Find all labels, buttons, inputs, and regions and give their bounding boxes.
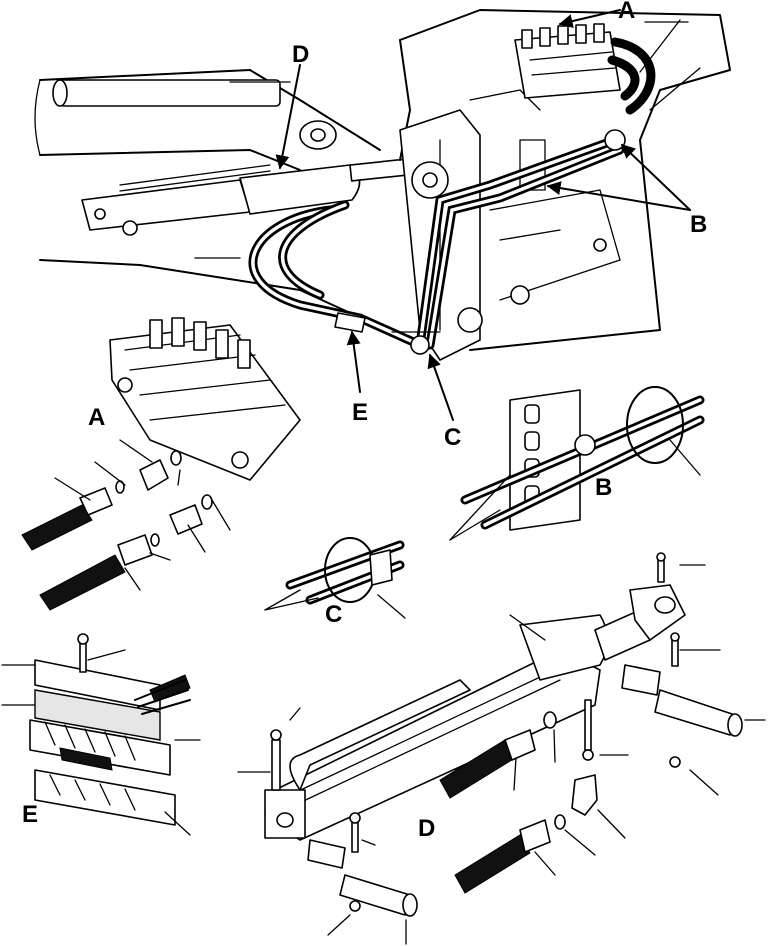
control-valve-main bbox=[514, 23, 621, 99]
boom-arm bbox=[34, 69, 421, 346]
callout-b-main: B bbox=[690, 211, 707, 238]
callout-c-detail: C bbox=[325, 601, 342, 628]
swing-cylinder-main bbox=[81, 155, 433, 236]
callout-a-main: A bbox=[618, 0, 635, 24]
detail-d-cylinder bbox=[237, 552, 766, 945]
callout-e-main: E bbox=[352, 399, 368, 426]
detail-c-clamp bbox=[264, 537, 406, 619]
callout-a-detail: A bbox=[88, 404, 105, 431]
detail-b-clamp bbox=[449, 386, 705, 541]
detail-e-clamp-stack bbox=[1, 633, 201, 836]
detail-a-valve-fittings bbox=[21, 317, 301, 611]
leader-lines-main bbox=[194, 9, 701, 421]
callout-c-main: C bbox=[444, 424, 461, 451]
callout-d-detail: D bbox=[418, 815, 435, 842]
main-assembly-view bbox=[34, 9, 731, 421]
callout-d-main: D bbox=[292, 41, 309, 68]
hose-route-main bbox=[248, 37, 656, 355]
swing-frame bbox=[399, 9, 731, 361]
callout-b-detail: B bbox=[595, 474, 612, 501]
callout-e-detail: E bbox=[22, 801, 38, 828]
